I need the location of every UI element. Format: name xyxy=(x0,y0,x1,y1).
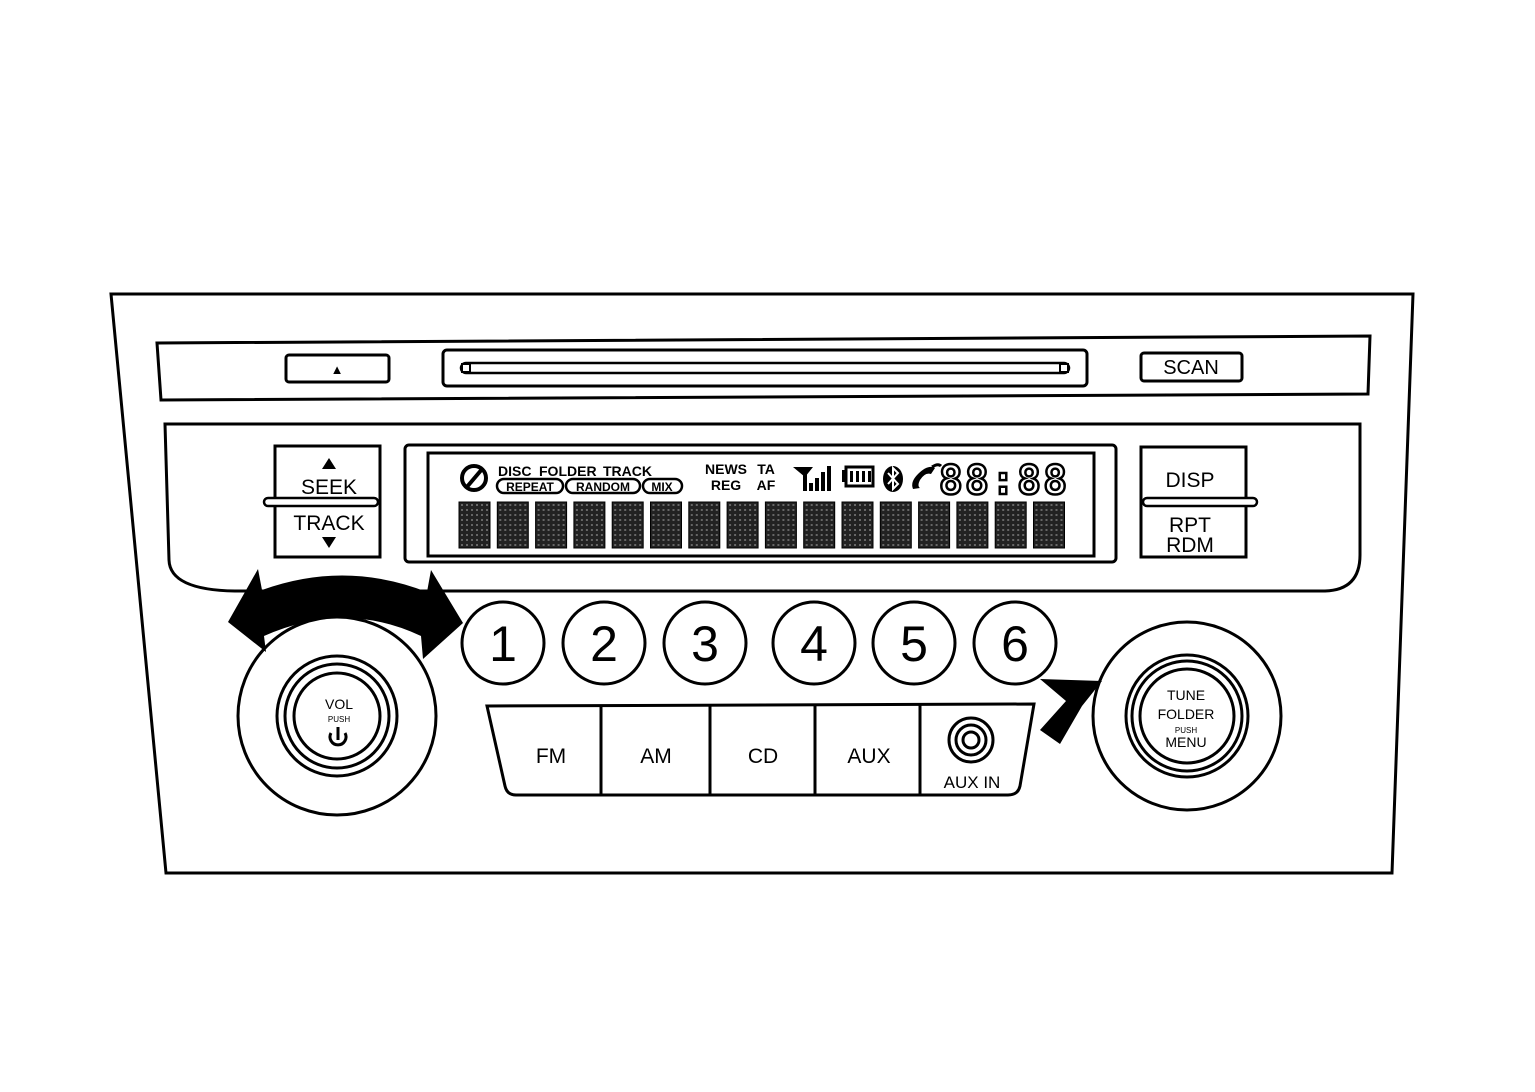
svg-text:MIX: MIX xyxy=(651,480,672,494)
track-label: TRACK xyxy=(293,512,364,535)
character-segment xyxy=(496,501,529,549)
character-segment xyxy=(688,501,721,549)
character-segment xyxy=(956,501,989,549)
seek-label: SEEK xyxy=(301,476,357,499)
rpt-label: RPT xyxy=(1169,514,1211,537)
preset-button-4[interactable]: 4 xyxy=(771,600,857,686)
indicator-ta: TA xyxy=(757,461,775,477)
character-segment xyxy=(1033,501,1065,549)
disc-prohibited-icon xyxy=(460,464,488,492)
indicator-disc: DISC xyxy=(498,463,531,479)
aux-in-label: AUX IN xyxy=(944,773,1001,792)
character-segment xyxy=(918,501,951,549)
pointer-arrow-icon xyxy=(1040,679,1102,744)
character-segment xyxy=(573,501,606,549)
vol-push-label: PUSH xyxy=(328,715,350,724)
tune-label: TUNE xyxy=(1167,687,1205,703)
vol-knob[interactable]: VOL PUSH xyxy=(236,615,438,817)
source-label: AM xyxy=(640,745,672,768)
character-segment xyxy=(803,501,836,549)
indicator-random: RANDOM xyxy=(564,477,642,495)
indicator-folder: FOLDER xyxy=(539,463,597,479)
scan-button[interactable]: SCAN xyxy=(1139,351,1244,383)
preset-label: 1 xyxy=(489,616,517,672)
source-button-aux[interactable]: AUX xyxy=(847,745,890,768)
disp-label: DISP xyxy=(1165,469,1214,492)
indicator-news: NEWS xyxy=(705,461,747,477)
rotate-arrow-icon xyxy=(228,569,463,659)
signal-strength-icon xyxy=(793,466,831,491)
tune-folder-knob[interactable]: TUNE FOLDER PUSH MENU xyxy=(1091,620,1283,812)
character-segment xyxy=(611,501,644,549)
source-button-am[interactable]: AM xyxy=(640,745,672,768)
phone-icon xyxy=(912,463,943,489)
preset-label: 5 xyxy=(900,616,928,672)
track-down-arrow-icon xyxy=(322,537,336,548)
menu-label: MENU xyxy=(1165,734,1206,750)
cd-slot xyxy=(441,348,1089,388)
character-segment xyxy=(650,501,682,549)
tune-push-label: PUSH xyxy=(1175,726,1197,735)
lcd-display: DISC FOLDER TRACK REPEAT RANDOM MIX NEWS… xyxy=(403,443,1118,564)
clock-readout: 88:88 xyxy=(939,458,1069,504)
indicator-reg: REG xyxy=(711,477,741,493)
folder-label: FOLDER xyxy=(1158,706,1215,722)
source-label: AUX xyxy=(847,745,890,768)
vol-label: VOL xyxy=(325,696,353,712)
character-segment xyxy=(535,501,568,549)
power-icon xyxy=(328,727,348,747)
indicator-repeat: REPEAT xyxy=(495,477,565,495)
preset-button-3[interactable]: 3 xyxy=(662,600,748,686)
eject-icon: ▲ xyxy=(331,362,344,377)
svg-text:RANDOM: RANDOM xyxy=(576,480,630,494)
rdm-label: RDM xyxy=(1166,534,1214,557)
preset-label: 3 xyxy=(691,616,719,672)
indicator-af: AF xyxy=(757,477,776,493)
character-segment xyxy=(458,501,491,549)
indicator-track: TRACK xyxy=(603,463,652,479)
seek-track-rocker[interactable]: SEEK TRACK xyxy=(262,444,382,559)
eject-button[interactable]: ▲ xyxy=(284,353,391,384)
source-button-cd[interactable]: CD xyxy=(748,745,778,768)
preset-label: 2 xyxy=(590,616,618,672)
battery-icon xyxy=(842,465,875,488)
preset-button-5[interactable]: 5 xyxy=(871,600,957,686)
source-button-tray xyxy=(485,702,1036,797)
preset-button-2[interactable]: 2 xyxy=(561,600,647,686)
character-segments xyxy=(458,501,1065,549)
preset-button-6[interactable]: 6 xyxy=(972,600,1058,686)
bluetooth-icon xyxy=(883,465,903,492)
svg-text:REPEAT: REPEAT xyxy=(506,480,554,494)
preset-buttons: 1 2 3 4 5 6 xyxy=(460,600,1058,686)
scan-label: SCAN xyxy=(1163,357,1219,379)
source-label: CD xyxy=(748,745,778,768)
character-segment xyxy=(764,501,797,549)
character-segment xyxy=(841,501,874,549)
indicator-mix: MIX xyxy=(641,477,684,495)
source-button-fm[interactable]: FM xyxy=(536,745,566,768)
seek-up-arrow-icon xyxy=(322,458,336,469)
preset-label: 4 xyxy=(800,616,828,672)
source-buttons: FM AM CD AUX xyxy=(536,705,891,794)
aux-in-jack[interactable]: AUX IN xyxy=(918,705,1001,794)
disp-rpt-rocker[interactable]: DISP RPT RDM xyxy=(1139,445,1259,559)
preset-button-1[interactable]: 1 xyxy=(460,600,546,686)
preset-label: 6 xyxy=(1001,616,1029,672)
character-segment xyxy=(879,501,912,549)
source-label: FM xyxy=(536,745,566,768)
character-segment xyxy=(994,501,1027,549)
character-segment xyxy=(726,501,759,549)
